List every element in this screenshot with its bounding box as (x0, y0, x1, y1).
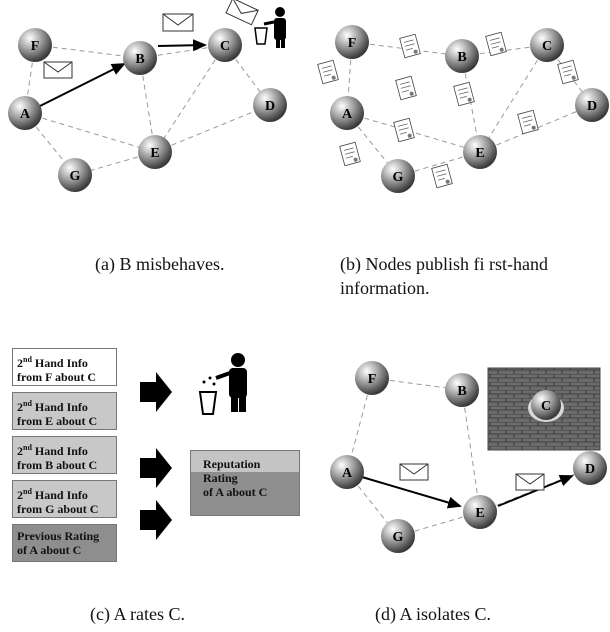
node-c: C (531, 390, 561, 420)
envelope-icon (43, 61, 73, 79)
node-d: D (253, 88, 287, 122)
panel-c-graphics (140, 353, 247, 540)
svg-text:D: D (265, 99, 275, 114)
node-a: A (8, 96, 42, 130)
svg-text:C: C (220, 39, 230, 54)
node-f: F (18, 28, 52, 62)
node-b: B (123, 41, 157, 75)
svg-text:E: E (475, 146, 484, 161)
svg-text:C: C (541, 399, 551, 414)
node-a: A (330, 96, 364, 130)
panel-b-nodes: F B C A D E G (330, 25, 609, 193)
arrow-a-to-b (39, 63, 126, 107)
envelope-icon (162, 13, 194, 32)
panel-d-nodes: F B A D E G (330, 361, 607, 553)
panel-b-network: F B C A D E G (317, 25, 609, 193)
svg-text:G: G (393, 170, 404, 185)
svg-text:B: B (135, 52, 144, 67)
node-g: G (381, 519, 415, 553)
node-c: C (530, 28, 564, 62)
svg-text:A: A (342, 107, 353, 122)
envelope-icon (515, 473, 545, 491)
node-f: F (355, 361, 389, 395)
svg-text:A: A (20, 107, 31, 122)
svg-text:F: F (368, 372, 377, 387)
node-b: B (445, 373, 479, 407)
node-d: D (575, 88, 609, 122)
trash-person-icon (198, 353, 247, 415)
panel-d-network: C F B A D E G (330, 361, 607, 553)
node-e: E (138, 135, 172, 169)
node-g: G (58, 158, 92, 192)
svg-text:A: A (342, 466, 353, 481)
arrow-right-icon (140, 500, 172, 540)
caption-c: (c) A rates C. (90, 604, 185, 624)
node-d: D (573, 451, 607, 485)
arrow-b-to-c (157, 39, 207, 52)
panel-a-network: F B C A D E G (8, 0, 287, 192)
svg-text:G: G (393, 530, 404, 545)
envelope-icon (225, 0, 259, 26)
panel-a-nodes: F B C A D E G (8, 28, 287, 192)
envelope-icon (399, 463, 429, 481)
svg-text:F: F (31, 39, 40, 54)
node-e: E (463, 135, 497, 169)
arrow-right-icon (140, 448, 172, 488)
svg-text:D: D (585, 462, 595, 477)
svg-text:F: F (348, 36, 357, 51)
svg-text:B: B (457, 384, 466, 399)
caption-b: (b) Nodes publish fi rst-hand informatio… (340, 254, 548, 298)
node-c: C (208, 28, 242, 62)
node-a: A (330, 455, 364, 489)
svg-text:E: E (475, 506, 484, 521)
svg-text:G: G (70, 169, 81, 184)
node-e: E (463, 495, 497, 529)
node-f: F (335, 25, 369, 59)
svg-text:E: E (150, 146, 159, 161)
arrow-a-to-e (361, 476, 462, 509)
svg-text:C: C (542, 39, 552, 54)
node-b: B (445, 39, 479, 73)
node-g: G (381, 159, 415, 193)
trash-person-icon (254, 7, 286, 48)
svg-text:D: D (587, 99, 597, 114)
svg-text:B: B (457, 50, 466, 65)
caption-a: (a) B misbehaves. (95, 254, 225, 274)
brick-wall (487, 367, 601, 451)
arrow-e-to-d (497, 474, 574, 507)
arrow-right-icon (140, 372, 172, 412)
caption-d: (d) A isolates C. (375, 604, 491, 624)
